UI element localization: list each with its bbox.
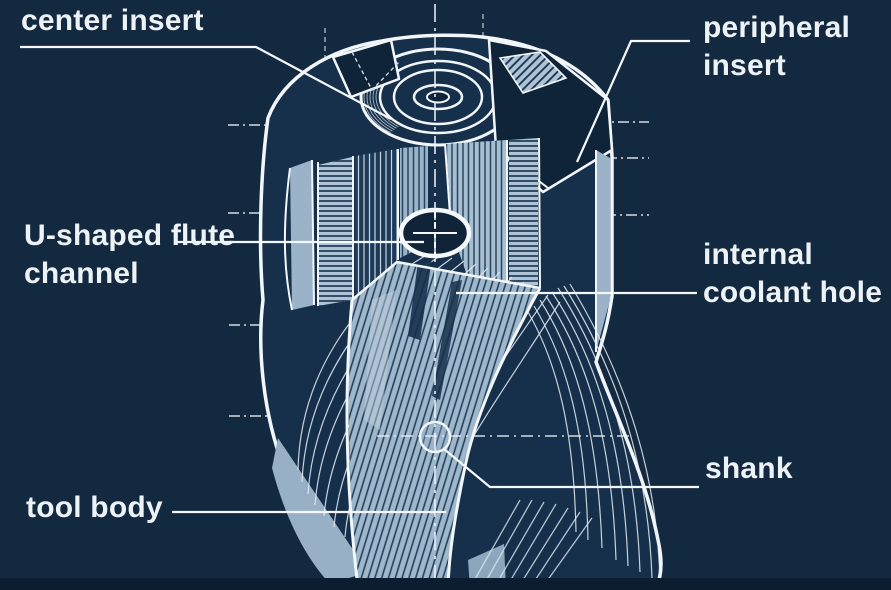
label-internal-coolant-hole: internal coolant hole [703,238,883,310]
leader-line-shank [443,448,699,489]
leader-line-peripheral-insert [575,39,690,163]
front-face-columns [317,137,610,352]
label-peripheral-insert: peripheral insert [703,11,851,83]
label-shank: shank [705,452,793,485]
leader-line-center-insert [20,45,392,120]
label-center-insert: center insert [21,4,204,37]
bottom-facets [468,499,593,589]
leader-lines [20,39,699,514]
label-u-shaped-flute-channel: U-shaped flute channel [24,219,236,291]
face-fine-arcs [363,55,438,144]
center-insert-pocket [331,38,401,99]
left-wall [283,159,315,311]
label-tool-body: tool body [26,491,163,524]
flute-curves-right [527,283,661,585]
bottom-edge-strip [0,578,891,590]
